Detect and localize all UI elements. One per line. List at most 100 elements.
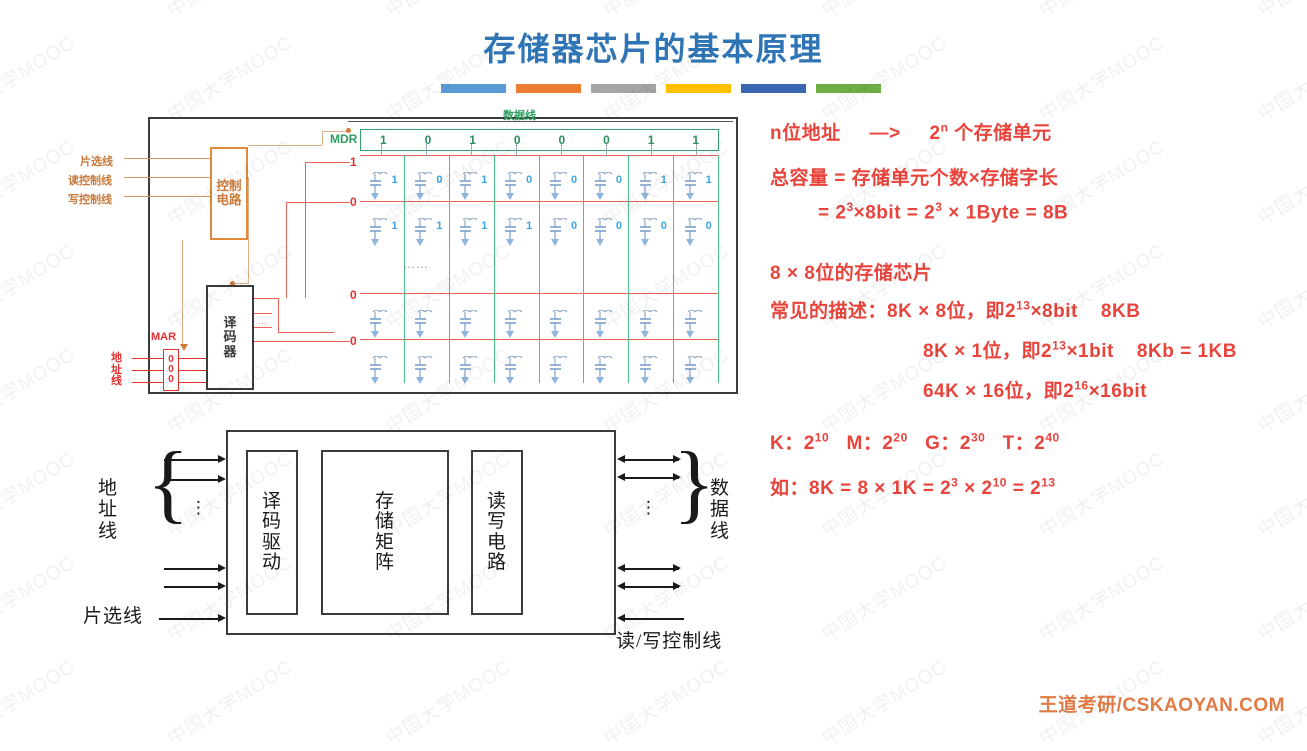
- accent-bar-2: [591, 84, 656, 93]
- memory-matrix-box: 存 储 矩 阵: [321, 450, 449, 615]
- word-line-3: [360, 339, 719, 340]
- chip-block-diagram: 译 码 驱 动 存 储 矩 阵 读 写 电 路 ⋮ { 地址线: [83, 420, 755, 670]
- mdr-bit-5: 0: [603, 133, 610, 147]
- watermark-text: 中国大学MOOC: [1254, 552, 1307, 647]
- wire-addr-0: [132, 358, 163, 359]
- arrow-ctrl-to-mar: [179, 344, 188, 351]
- bit-line-7: [718, 155, 719, 383]
- rw-circuit-label-3: 电: [486, 531, 507, 553]
- data-brace: }: [673, 435, 716, 532]
- capacitor-icon: [414, 355, 440, 384]
- accent-bar-5: [816, 84, 881, 93]
- watermark-text: 中国大学MOOC: [0, 0, 79, 23]
- decode-drive-label-4: 动: [261, 551, 282, 573]
- data-bus-tick-0: [381, 144, 383, 156]
- rw-circuit-label-2: 写: [486, 511, 507, 533]
- wire-mdr-feed: [322, 131, 348, 132]
- capacitor-icon: [639, 217, 665, 246]
- memory-cell: [405, 346, 450, 392]
- memory-cell: [495, 346, 540, 392]
- memory-cell: [674, 300, 719, 346]
- wire-addr-2: [132, 382, 163, 383]
- data-bus-tick-5: [605, 144, 607, 156]
- rw-circuit-box: 读 写 电 路: [471, 450, 523, 615]
- cell-bit-value: 1: [391, 220, 398, 232]
- memory-cell: [450, 300, 495, 346]
- mdr-bit-7: 1: [692, 133, 700, 147]
- memory-matrix-label-3: 矩: [374, 531, 395, 553]
- control-circuit-label-2: 电路: [216, 192, 242, 207]
- mar-bit-0: 0: [168, 354, 174, 365]
- data-arrow-line-2: [624, 477, 679, 479]
- wire-ctrl-to-mdr-h: [248, 145, 322, 146]
- data-arrowhead-l4: [617, 581, 625, 590]
- note-n8: K：210 M：220 G：230 T：240: [770, 430, 1060, 454]
- accent-bar-4: [741, 84, 806, 93]
- word-line-0: [360, 155, 719, 156]
- memory-cell: [540, 346, 585, 392]
- watermark-text: 中国大学MOOC: [1254, 136, 1307, 231]
- capacitor-icon: [414, 217, 440, 246]
- note-n5: 常见的描述：8K × 8位，即213×8bit 8KB: [770, 298, 1141, 322]
- cell-bit-value: 1: [391, 174, 398, 186]
- capacitor-icon: [369, 217, 395, 246]
- data-bus-tick-1: [426, 144, 428, 156]
- wire-ctrl-to-decoder-v: [248, 177, 249, 284]
- data-arrowhead-l2: [617, 472, 625, 481]
- mar-bit-2: 0: [168, 374, 174, 385]
- data-arrow-line-3: [624, 568, 679, 570]
- note-n7: 64K × 16位，即216×16bit: [923, 378, 1148, 402]
- cell-bit-value: 0: [436, 174, 443, 186]
- cell-bit-value: 0: [705, 220, 712, 232]
- control-circuit-label-1: 控制: [216, 179, 242, 193]
- decode-drive-label-1: 译: [261, 491, 282, 513]
- decode-drive-label-2: 码: [261, 511, 282, 533]
- addr-vdots: ⋮: [190, 498, 207, 517]
- data-bus-tick-7: [695, 144, 697, 156]
- memory-cell: 0: [495, 162, 540, 208]
- wire-dec-out-d: [254, 341, 350, 342]
- wire-mar-dec-1: [179, 370, 206, 371]
- wire-ctrl-to-mar: [182, 240, 183, 348]
- label-read-control-line: 读控制线: [68, 175, 112, 187]
- memory-matrix-label-4: 阵: [374, 551, 395, 573]
- cell-bit-value: 1: [481, 220, 488, 232]
- capacitor-icon: [684, 217, 710, 246]
- watermark-text: 中国大学MOOC: [0, 344, 79, 439]
- cell-bit-value: 1: [436, 220, 443, 232]
- rw-arrowhead: [617, 613, 625, 622]
- capacitor-icon: [504, 355, 530, 384]
- decode-drive-label-3: 驱: [261, 531, 282, 553]
- accent-bar-1: [516, 84, 581, 93]
- cell-bit-value: 0: [570, 174, 578, 186]
- cell-bit-value: 0: [526, 174, 533, 186]
- mdr-bit-3: 0: [513, 133, 521, 147]
- memory-matrix-label-2: 储: [374, 511, 395, 533]
- riser-word-1: [286, 202, 287, 298]
- mdr-bit-4: 0: [558, 133, 566, 147]
- cell-bit-value: 1: [526, 220, 533, 232]
- capacitor-icon: [594, 355, 620, 384]
- accent-bar-0: [441, 84, 506, 93]
- capacitor-icon: [549, 217, 575, 246]
- memory-cell: 0: [405, 162, 450, 208]
- label-data-bus: 数据线: [503, 110, 536, 122]
- memory-cell: [584, 346, 629, 392]
- capacitor-icon: [549, 171, 575, 200]
- memory-cell: 0: [584, 162, 629, 208]
- cell-bit-value: 0: [615, 174, 622, 186]
- mdr-bit-1: 0: [424, 133, 432, 147]
- page-title: 存储器芯片的基本原理: [483, 31, 824, 67]
- decoder-label-2: 码: [223, 329, 237, 345]
- capacitor-icon: [504, 171, 530, 200]
- watermark-text: 中国大学MOOC: [0, 552, 79, 647]
- capacitor-icon: [414, 309, 440, 338]
- memory-matrix-label-1: 存: [374, 491, 395, 513]
- addr-arrow-line-1: [164, 459, 219, 461]
- bit-line-5: [628, 155, 630, 383]
- wire-word-3: [278, 332, 334, 333]
- wire-write-control: [124, 196, 210, 197]
